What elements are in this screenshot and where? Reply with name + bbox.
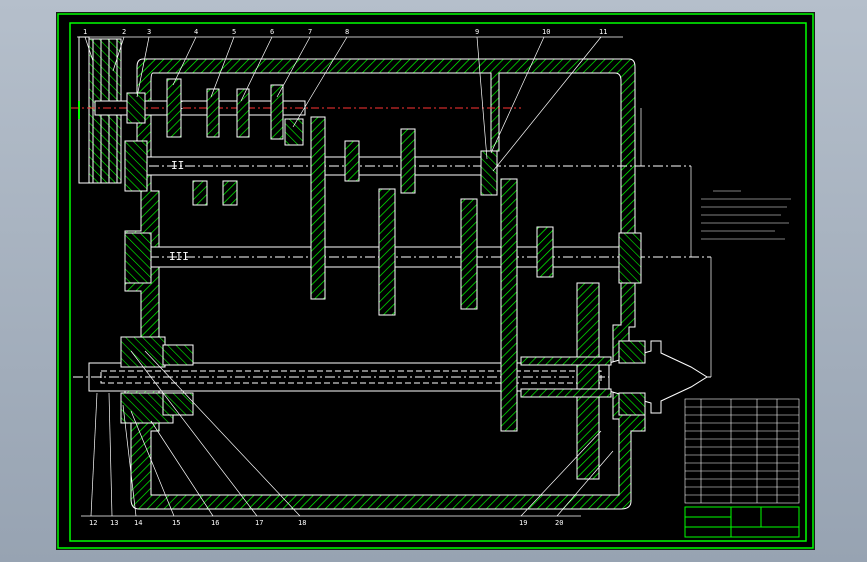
- callout-20: 20: [555, 519, 563, 527]
- callout-13: 13: [110, 519, 118, 527]
- callout-19: 19: [519, 519, 527, 527]
- shaft-2-label: II: [171, 159, 184, 172]
- callout-1: 1: [83, 28, 87, 36]
- callout-12: 12: [89, 519, 97, 527]
- callout-18: 18: [298, 519, 306, 527]
- callout-8: 8: [345, 28, 349, 36]
- bearings: [120, 92, 646, 424]
- callout-17: 17: [255, 519, 263, 527]
- callout-11: 11: [599, 28, 607, 36]
- dimension-lines: [640, 108, 712, 377]
- callout-15: 15: [172, 519, 180, 527]
- shaft-3-label: III: [169, 250, 189, 263]
- callout-14: 14: [134, 519, 142, 527]
- gears: [166, 78, 612, 480]
- leader-lines-bottom: [90, 350, 614, 517]
- callout-6: 6: [270, 28, 274, 36]
- callout-5: 5: [232, 28, 236, 36]
- callout-9: 9: [475, 28, 479, 36]
- outer-frame: [57, 13, 814, 549]
- callout-4: 4: [194, 28, 198, 36]
- callout-7: 7: [308, 28, 312, 36]
- drawing-canvas: I II III: [57, 13, 814, 549]
- callout-2: 2: [122, 28, 126, 36]
- callouts-top: 1 2 3 4 5 6 7 8 9 10 11: [77, 28, 623, 38]
- parts-list: [684, 398, 800, 504]
- callouts-bottom: 12 13 14 15 16 17 18 19 20: [81, 515, 581, 527]
- inner-frame: [69, 22, 807, 542]
- leader-lines-top: [84, 36, 602, 172]
- drawing-sheet: I II III: [56, 12, 815, 550]
- callout-16: 16: [211, 519, 219, 527]
- callout-10: 10: [542, 28, 550, 36]
- title-block: [684, 506, 800, 538]
- tech-notes: [701, 190, 791, 240]
- callout-3: 3: [147, 28, 151, 36]
